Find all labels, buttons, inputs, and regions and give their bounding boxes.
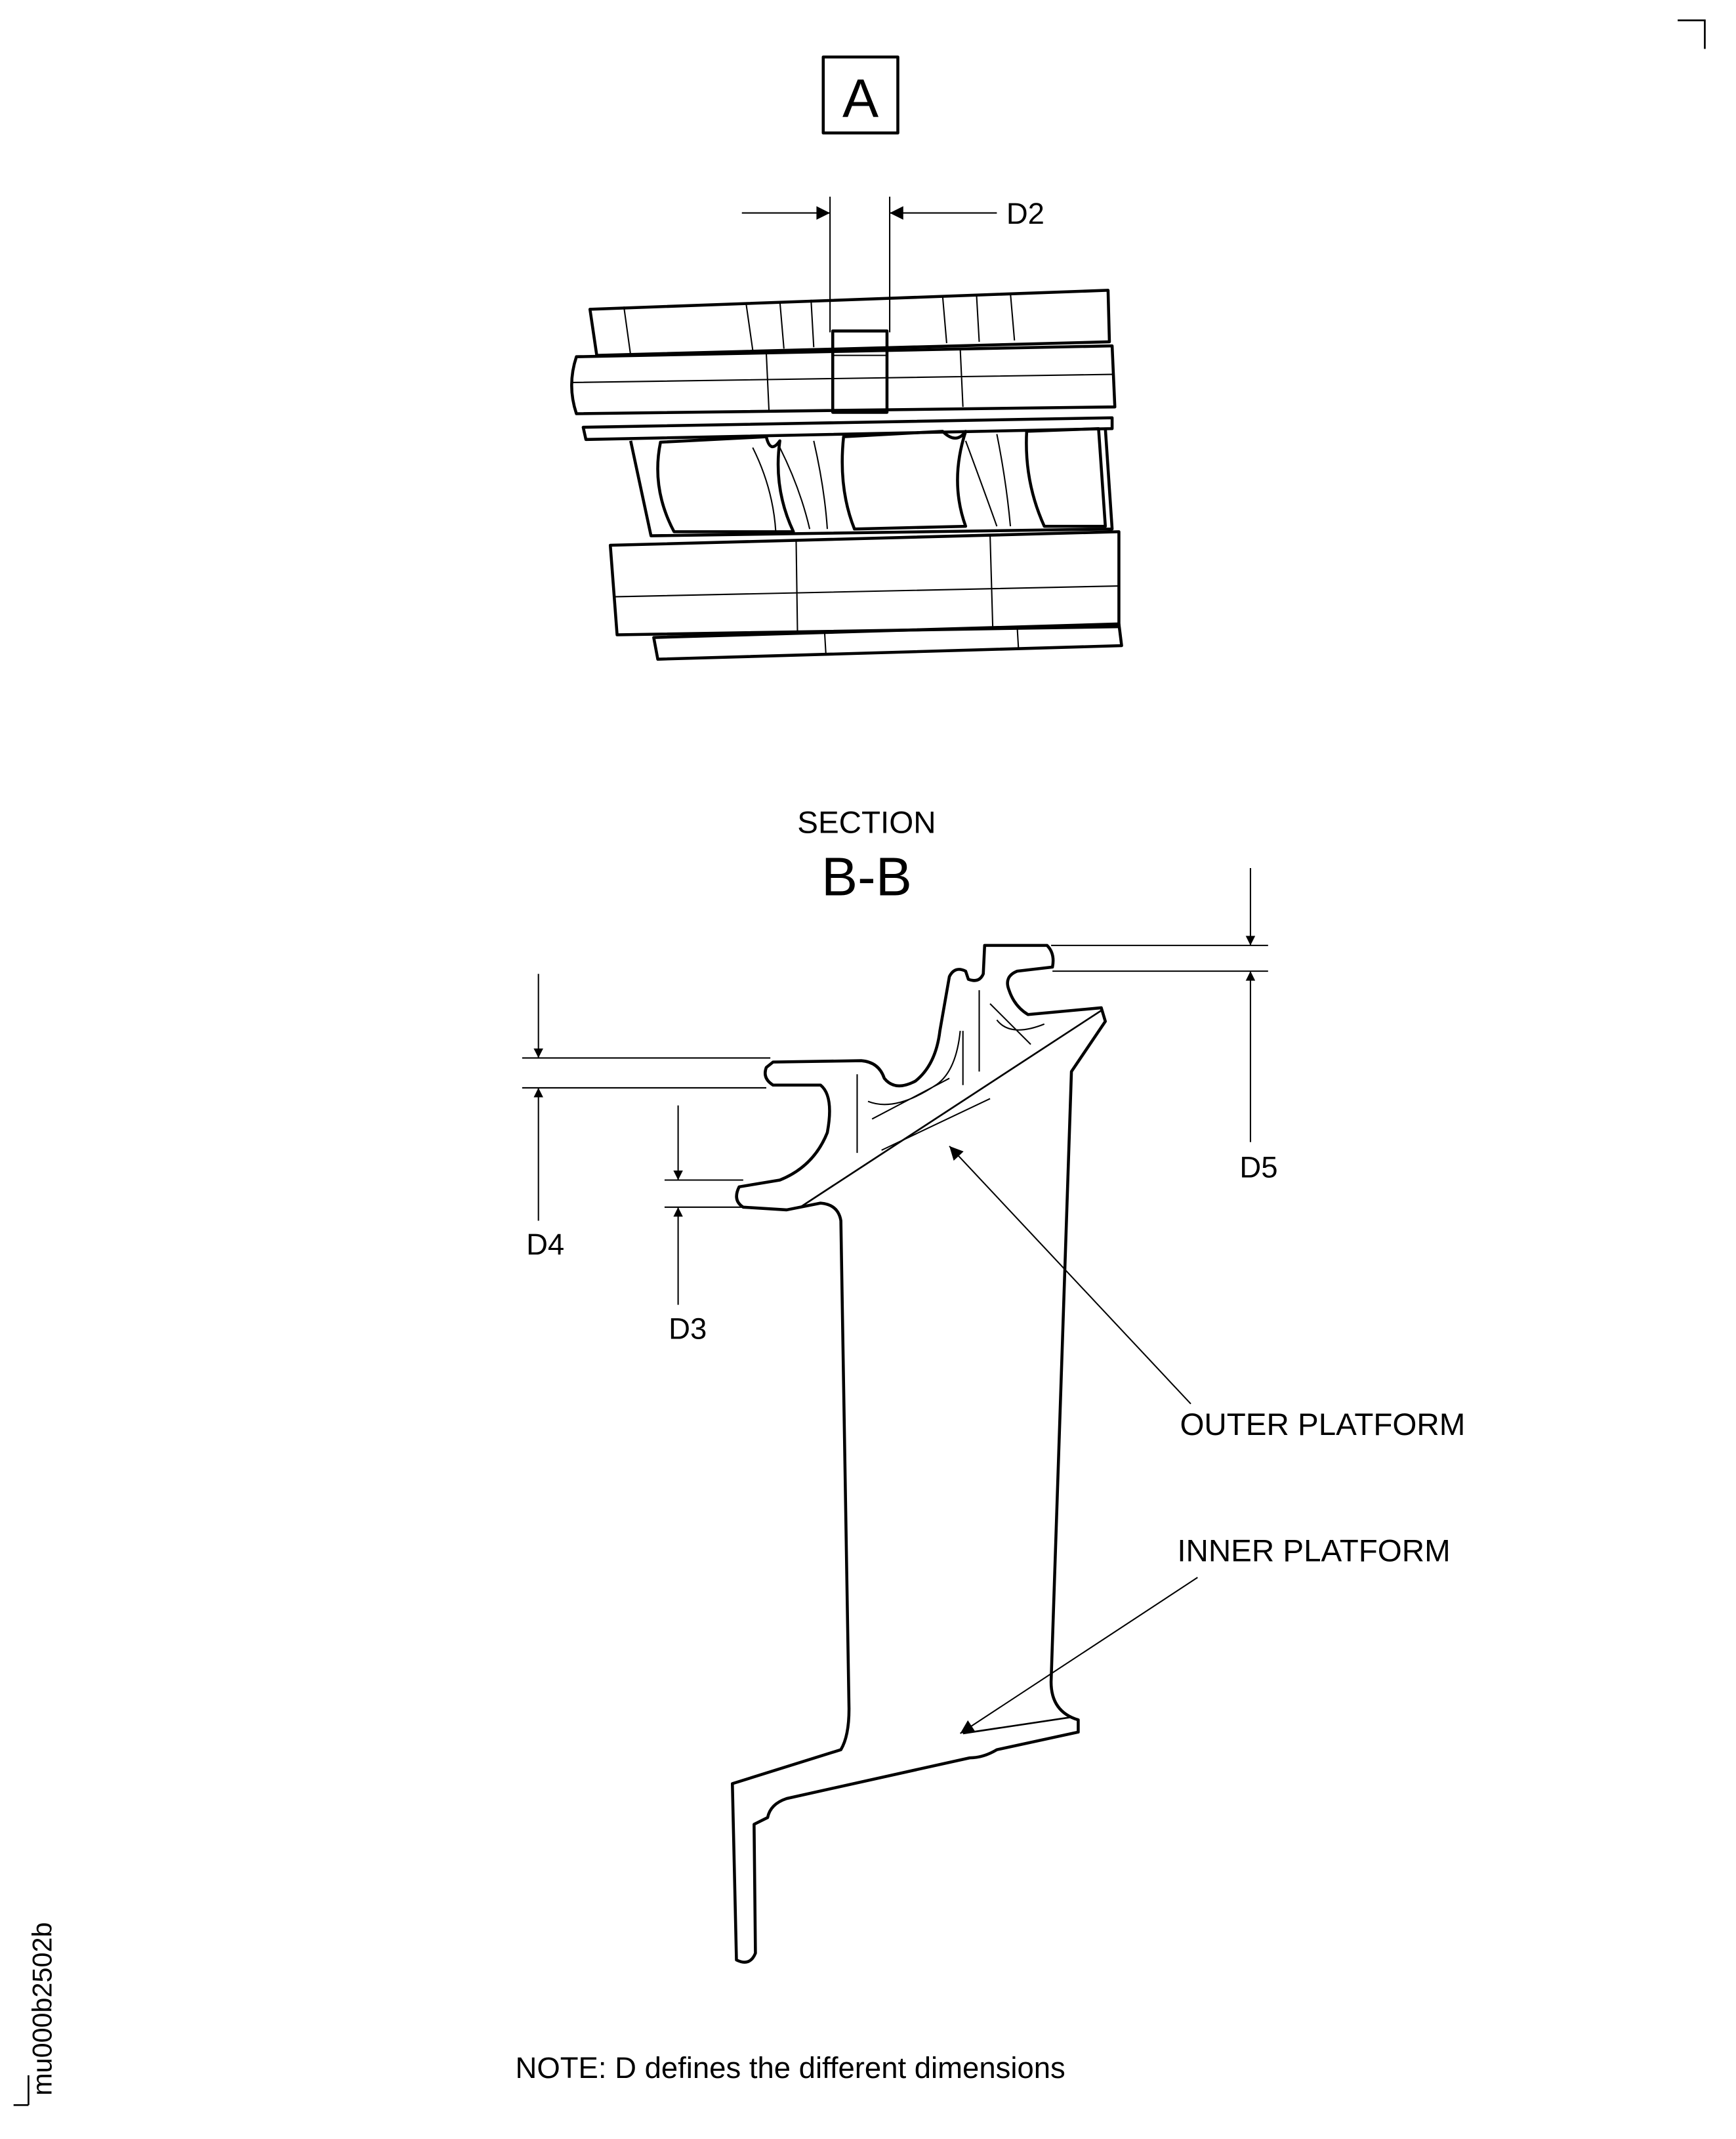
- view-a-label: A: [821, 55, 899, 135]
- dimension-d4: D4: [522, 974, 771, 1261]
- view-a-component: [570, 289, 1123, 661]
- svg-text:D5: D5: [1239, 1150, 1277, 1184]
- callout-outer-platform: OUTER PLATFORM: [949, 1146, 1465, 1442]
- svg-text:INNER PLATFORM: INNER PLATFORM: [1177, 1533, 1450, 1568]
- dimension-d3: D3: [664, 1105, 743, 1345]
- dimension-d2: D2: [741, 196, 1044, 333]
- svg-text:D3: D3: [669, 1312, 707, 1345]
- dimension-d5: D5: [1051, 868, 1278, 1184]
- section-label: SECTION: [797, 805, 936, 840]
- figure-id: mu000b2502b: [28, 1922, 58, 2096]
- section-bb-blade: [731, 944, 1107, 1964]
- figure-id-bracket: [13, 2075, 30, 2106]
- drawing-note: NOTE: D defines the different dimensions: [516, 2051, 1065, 2085]
- corner-mark: [1678, 19, 1706, 49]
- svg-text:OUTER PLATFORM: OUTER PLATFORM: [1180, 1407, 1465, 1442]
- svg-text:D4: D4: [526, 1228, 564, 1261]
- section-id: B-B: [821, 846, 912, 907]
- svg-text:D2: D2: [1006, 197, 1044, 230]
- callout-inner-platform: INNER PLATFORM: [960, 1533, 1451, 1734]
- svg-text:A: A: [842, 68, 878, 129]
